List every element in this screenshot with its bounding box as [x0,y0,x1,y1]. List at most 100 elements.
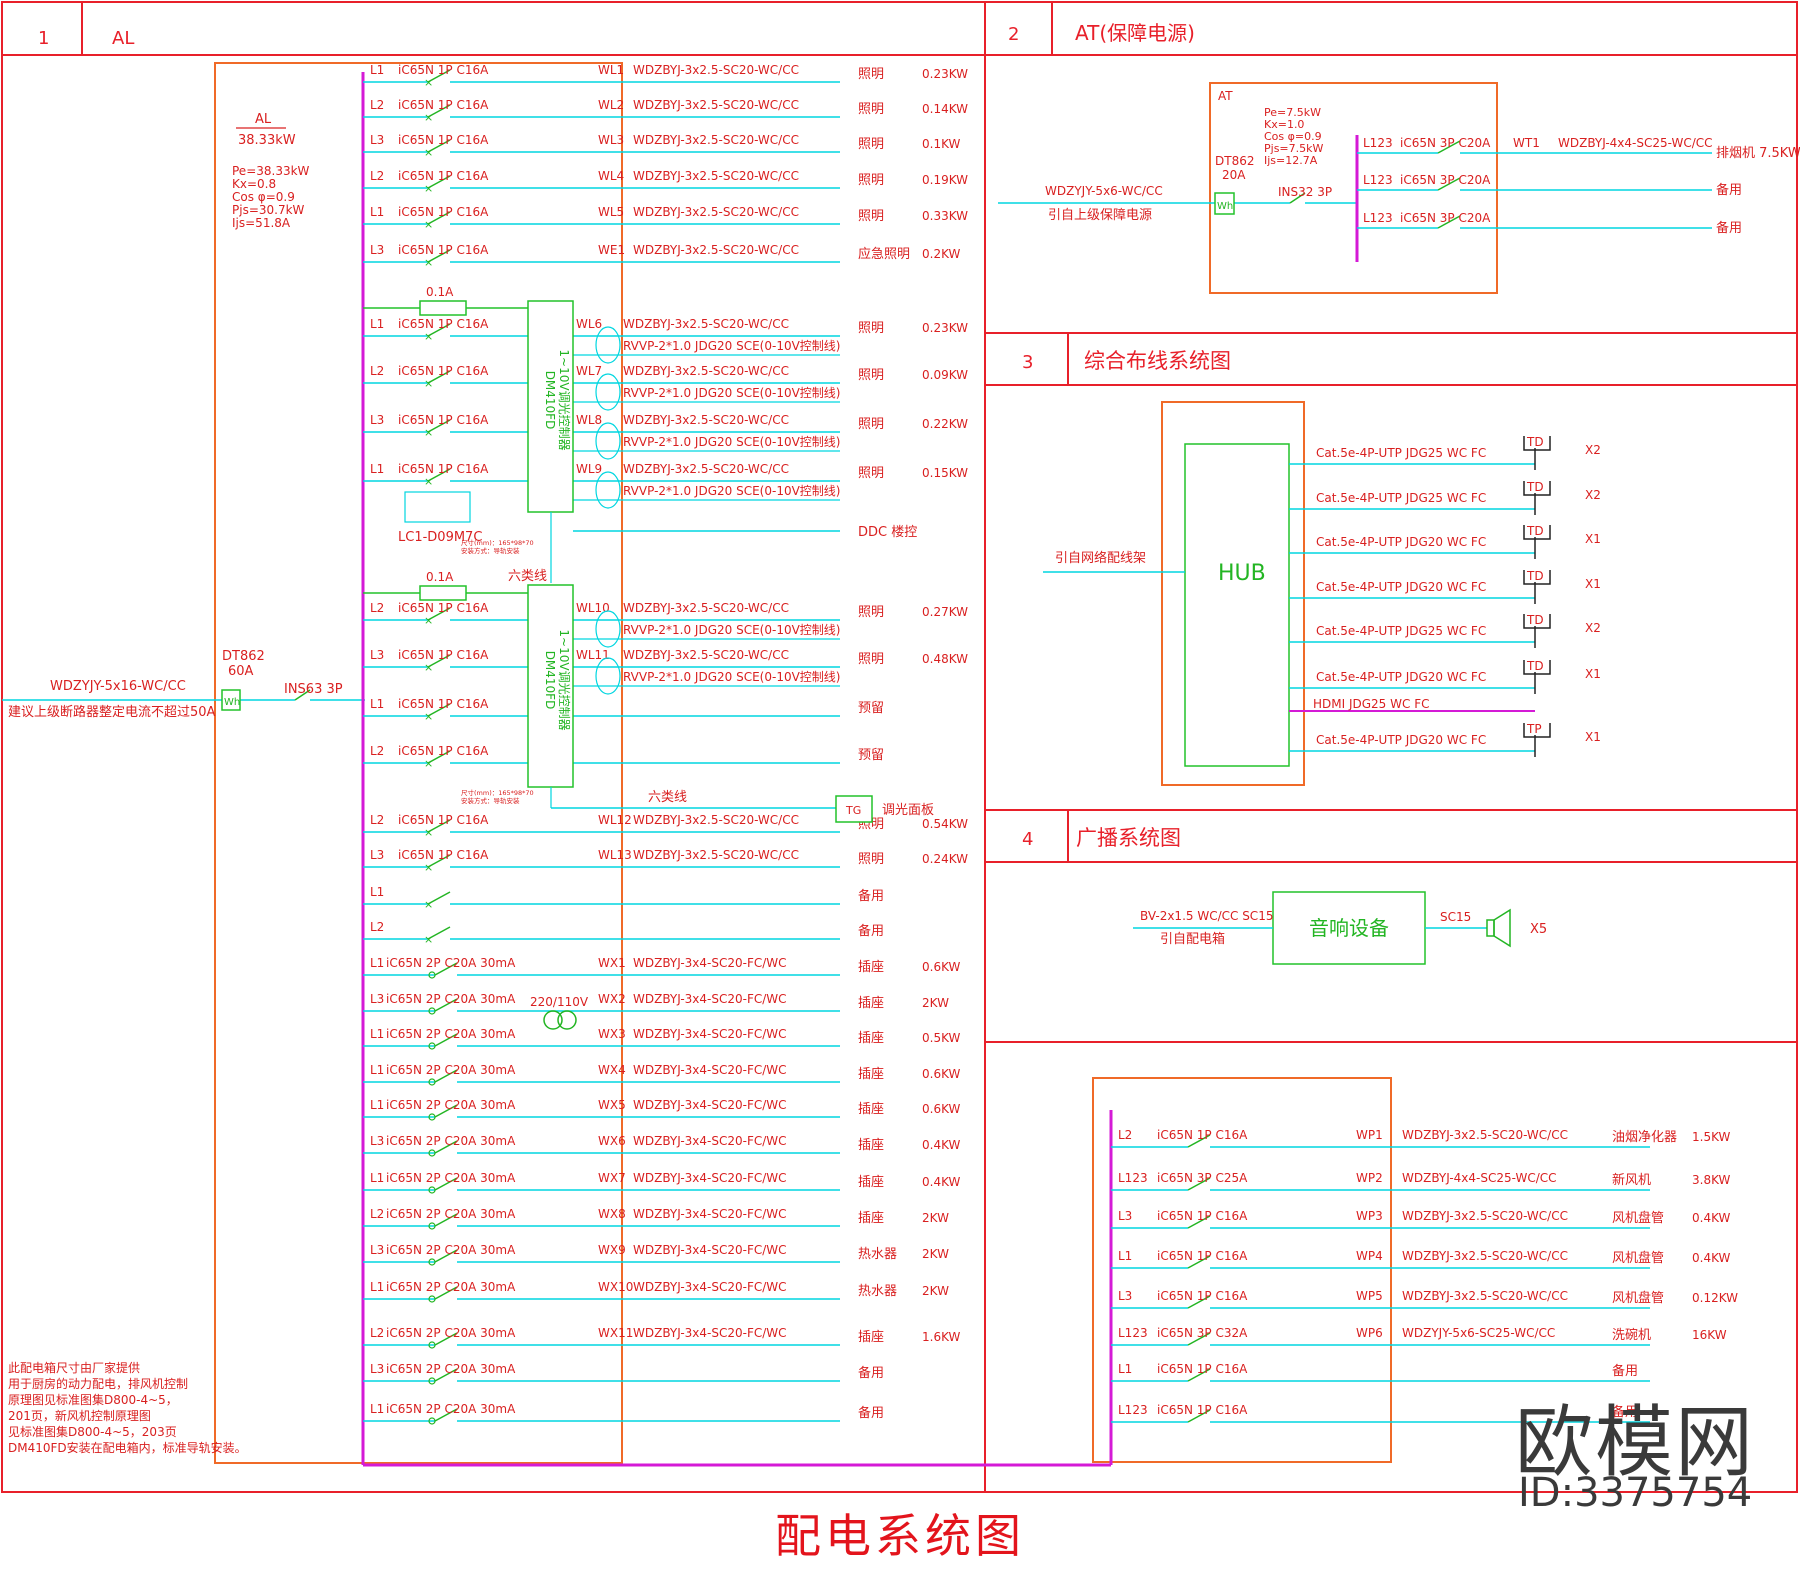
breaker-mark: × [424,182,433,195]
circuit-phase: L2 [370,1326,384,1340]
hub [1184,443,1290,767]
circuit-cable: WDZBYJ-3x2.5-SC20-WC/CC [633,813,799,827]
breaker-symbol [427,104,451,118]
param-line: Ijs=51.8A [232,216,291,230]
outlet-icon [1523,660,1551,675]
rcd-symbol [428,1222,436,1230]
note-line: 见标准图集D800-4~5，203页 [8,1424,177,1439]
ddc-label: DDC 楼控 [858,525,917,540]
dimming-panel [835,795,873,823]
link-cable: Cat.5e-4P-UTP JDG20 WC FC [1316,670,1486,684]
circuit-id: WL3 [598,133,624,147]
circuit-load: 备用 [858,888,884,904]
circuit-load: 风机盘管 [1612,1250,1664,1266]
circuit-id: WX4 [598,1063,626,1077]
circuit-breaker: iC65N 3P C20A [1400,136,1491,150]
breaker-symbol [434,962,458,976]
circuit-control-cable: RVVP-2*1.0 JDG20 SCE(0-10V控制线) [623,339,840,353]
link-cable: Cat.5e-4P-UTP JDG25 WC FC [1316,491,1486,505]
circuit-power: 0.24KW [922,852,968,866]
breaker-symbol [434,1140,458,1154]
circuit-control-cable: RVVP-2*1.0 JDG20 SCE(0-10V控制线) [623,435,840,449]
circuit-breaker: iC65N 1P C16A [398,697,489,711]
outlet-icon [1523,481,1551,496]
circuit-id: WX6 [598,1134,626,1148]
cable-bundle-icon [595,326,621,364]
dimmer-2-desc: 1~10V调光控制器 [557,629,571,730]
circuit-phase: L1 [370,885,384,899]
circuit-breaker: iC65N 2P C20A 30mA [386,992,516,1006]
circuit-phase: L1 [370,63,384,77]
link-cable: Cat.5e-4P-UTP JDG25 WC FC [1316,446,1486,460]
circuit-breaker: iC65N 1P C16A [398,364,489,378]
circuit-phase: L2 [370,169,384,183]
breaker-symbol [427,139,451,153]
circuit-id: WL13 [598,848,632,862]
dimmer-2-model: DM410FD [543,651,557,710]
circuit-breaker: iC65N 1P C16A [398,205,489,219]
circuit-phase: L2 [370,601,384,615]
circuit-breaker: iC65N 1P C16A [398,744,489,758]
circuit-phase: L1 [370,1402,384,1416]
circuit-load: 照明 [858,852,884,867]
circuit-breaker: iC65N 1P C16A [1157,1362,1248,1376]
breaker-mark: × [424,898,433,911]
circuit-power: 3.8KW [1692,1173,1731,1187]
circuit-breaker: iC65N 1P C16A [398,63,489,77]
circuit-load: 照明 [858,137,884,152]
circuit-load: 预留 [858,748,884,763]
circuit-load: 热水器 [858,1284,897,1299]
note-line: DM410FD安装在配电箱内，标准导轨安装。 [8,1440,247,1455]
circuit-phase: L3 [370,413,384,427]
circuit-phase: L1 [370,1098,384,1112]
al-incoming-cable: WDZYJY-5x16-WC/CC [50,679,186,694]
circuit-phase: L1 [370,956,384,970]
contactor-wiring [404,491,471,523]
circuit-power: 0.09KW [922,368,968,382]
cable-bundle-icon [595,471,621,509]
circuit-breaker: iC65N 1P C16A [398,169,489,183]
contactor-label: LC1-D09M7C [398,530,482,545]
breaker-symbol [434,1332,458,1346]
circuit-id: WL11 [576,648,610,662]
panel-1-number: 1 [38,28,49,49]
circuit-phase: L3 [370,243,384,257]
circuit-breaker: iC65N 2P C20A 30mA [386,1171,516,1185]
circuit-load: 排烟机 7.5KW [1716,146,1800,161]
circuit-load: 风机盘管 [1612,1290,1664,1306]
circuit-breaker: iC65N 1P C16A [398,848,489,862]
circuit-id: WL1 [598,63,624,77]
circuit-phase: L3 [370,1243,384,1257]
circuit-power: 0.14KW [922,102,968,116]
breaker-mark: × [424,218,433,231]
at-meter-symbol: Wh [1217,201,1233,212]
note-line: 此配电箱尺寸由厂家提供 [8,1360,140,1375]
circuit-power: 0.15KW [922,466,968,480]
al-energy-meter [221,689,241,711]
circuit-phase: L123 [1118,1403,1148,1417]
circuit-power: 1.5KW [1692,1130,1731,1144]
circuit-cable: WDZBYJ-3x2.5-SC20-WC/CC [623,364,789,378]
breaker-symbol [427,607,451,621]
speaker-qty: X5 [1530,922,1547,937]
circuit-id: WP4 [1356,1249,1383,1263]
breaker-symbol [434,1213,458,1227]
breaker-symbol [1437,215,1461,229]
link-cable: Cat.5e-4P-UTP JDG20 WC FC [1316,580,1486,594]
breaker-symbol [1187,1332,1211,1346]
circuit-load: 照明 [858,321,884,336]
fuse-1-label: 0.1A [426,285,454,299]
circuit-load: 插座 [858,1031,884,1046]
